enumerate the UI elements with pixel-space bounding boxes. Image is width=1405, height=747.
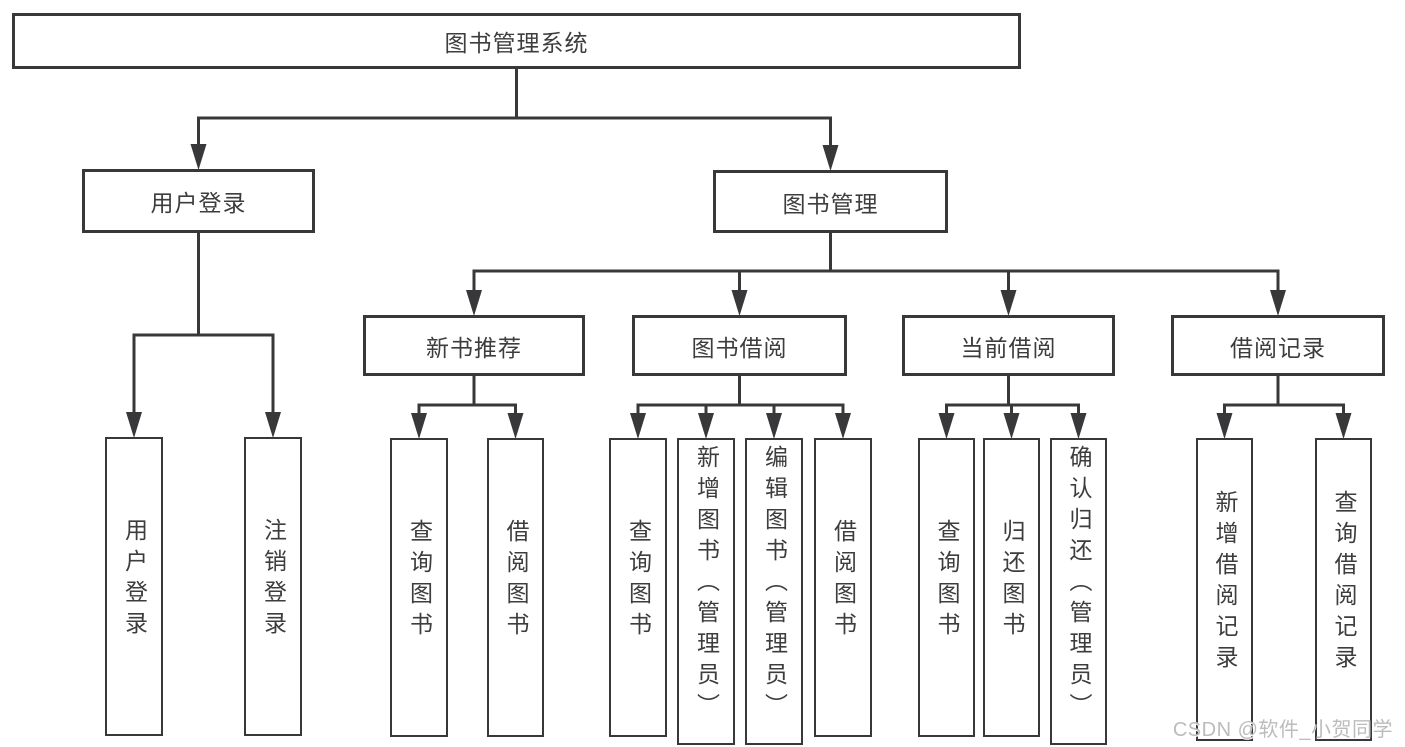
node-leaf-user-login: 用户登录 bbox=[105, 437, 163, 736]
node-current-borrow: 当前借阅 bbox=[902, 315, 1115, 376]
arrowhead-icon bbox=[698, 413, 714, 439]
node-leaf-query-book-1: 查询图书 bbox=[390, 438, 448, 737]
node-label: 查询图书 bbox=[934, 518, 960, 643]
node-label: 用户登录 bbox=[121, 517, 148, 642]
arrowhead-icon bbox=[835, 413, 851, 439]
arrowhead-icon bbox=[190, 144, 207, 170]
node-book-borrow: 图书借阅 bbox=[632, 315, 847, 376]
arrowhead-icon bbox=[466, 290, 482, 316]
node-label: 图书管理系统 bbox=[444, 30, 589, 56]
arrowhead-icon bbox=[126, 412, 142, 438]
node-label: 查询图书 bbox=[406, 518, 433, 643]
node-leaf-edit-book: 编辑图书（管理员） bbox=[745, 438, 803, 745]
node-label: 图书借阅 bbox=[691, 334, 788, 361]
node-label: 确认归还（管理员） bbox=[1066, 445, 1092, 724]
arrowhead-icon bbox=[1000, 290, 1017, 316]
node-leaf-add-record: 新增借阅记录 bbox=[1196, 438, 1253, 741]
node-leaf-return-book: 归还图书 bbox=[983, 438, 1040, 737]
node-label: 借阅图书 bbox=[830, 518, 857, 643]
arrowhead-icon bbox=[1003, 413, 1020, 439]
node-label: 图书管理 bbox=[782, 190, 879, 217]
node-leaf-logout: 注销登录 bbox=[244, 437, 302, 736]
node-label: 借阅记录 bbox=[1230, 334, 1326, 361]
node-user-login: 用户登录 bbox=[82, 169, 315, 233]
node-label: 用户登录 bbox=[150, 190, 247, 216]
node-leaf-borrow-book-1: 借阅图书 bbox=[487, 438, 544, 737]
arrowhead-icon bbox=[630, 413, 646, 439]
arrowhead-icon bbox=[265, 412, 281, 438]
node-label: 编辑图书（管理员） bbox=[761, 445, 788, 724]
arrowhead-icon bbox=[938, 413, 955, 439]
node-borrow-records: 借阅记录 bbox=[1171, 315, 1385, 376]
arrowhead-icon bbox=[411, 413, 427, 439]
node-leaf-query-book-3: 查询图书 bbox=[918, 438, 975, 737]
node-label: 查询借阅记录 bbox=[1331, 489, 1357, 676]
arrowhead-icon bbox=[1335, 413, 1352, 439]
arrowhead-icon bbox=[766, 413, 782, 439]
node-label: 新书推荐 bbox=[426, 334, 522, 361]
node-root: 图书管理系统 bbox=[12, 13, 1021, 69]
arrowhead-icon bbox=[1270, 290, 1286, 316]
node-label: 当前借阅 bbox=[960, 334, 1057, 361]
node-new-book-rec: 新书推荐 bbox=[363, 315, 585, 376]
node-label: 新增借阅记录 bbox=[1212, 489, 1238, 676]
arrowhead-icon bbox=[731, 290, 748, 316]
watermark: CSDN @软件_小贺同学 bbox=[1172, 719, 1393, 741]
node-leaf-query-book-2: 查询图书 bbox=[609, 438, 667, 737]
node-label: 查询图书 bbox=[625, 518, 652, 643]
node-label: 借阅图书 bbox=[503, 518, 529, 643]
node-book-mgmt: 图书管理 bbox=[713, 170, 948, 233]
arrowhead-icon bbox=[507, 413, 524, 439]
node-leaf-confirm-return: 确认归还（管理员） bbox=[1050, 438, 1107, 745]
arrowhead-icon bbox=[1216, 413, 1233, 439]
node-leaf-query-record: 查询借阅记录 bbox=[1315, 438, 1372, 741]
arrowhead-icon bbox=[1070, 413, 1087, 439]
node-leaf-add-book: 新增图书（管理员） bbox=[677, 438, 735, 745]
node-leaf-borrow-book-2: 借阅图书 bbox=[814, 438, 872, 737]
node-label: 注销登录 bbox=[260, 517, 287, 642]
node-label: 新增图书（管理员） bbox=[693, 445, 720, 724]
arrowhead-icon bbox=[822, 145, 839, 171]
node-label: 归还图书 bbox=[999, 518, 1025, 643]
